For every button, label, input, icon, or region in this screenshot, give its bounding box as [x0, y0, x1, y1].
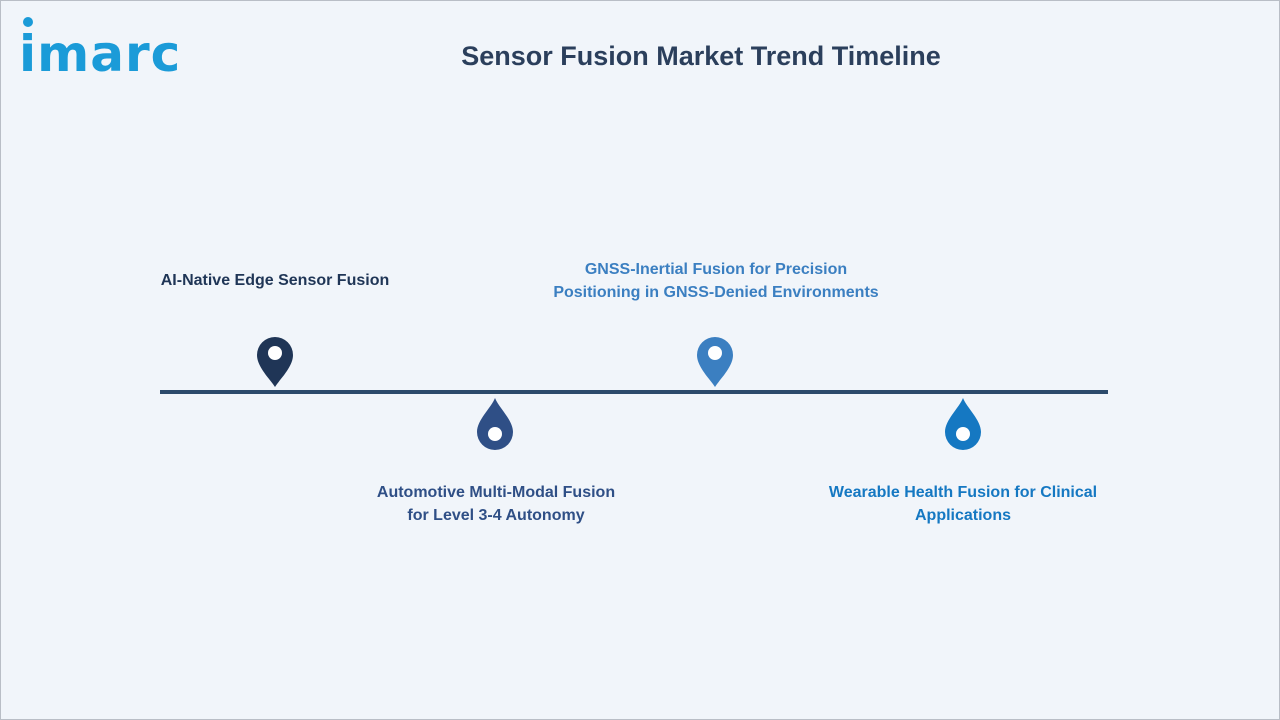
logo-text: imarc: [19, 25, 182, 83]
page-title: Sensor Fusion Market Trend Timeline: [461, 41, 941, 71]
imarc-logo: imarc: [19, 15, 209, 83]
timeline-item-label: GNSS-Inertial Fusion for Precision Posit…: [553, 261, 879, 301]
timeline-item-label: AI-Native Edge Sensor Fusion: [160, 272, 390, 289]
timeline-item-label: Wearable Health Fusion for Clinical Appl…: [828, 484, 1098, 524]
location-pin-icon: [945, 398, 981, 450]
location-pin-icon: [257, 337, 293, 387]
location-pin-icon: [697, 337, 733, 387]
location-pin-icon: [477, 398, 513, 450]
timeline-axis: [160, 390, 1108, 394]
timeline-item-label: Automotive Multi-Modal Fusion for Level …: [376, 484, 616, 524]
logo-dot-icon: [23, 17, 33, 27]
